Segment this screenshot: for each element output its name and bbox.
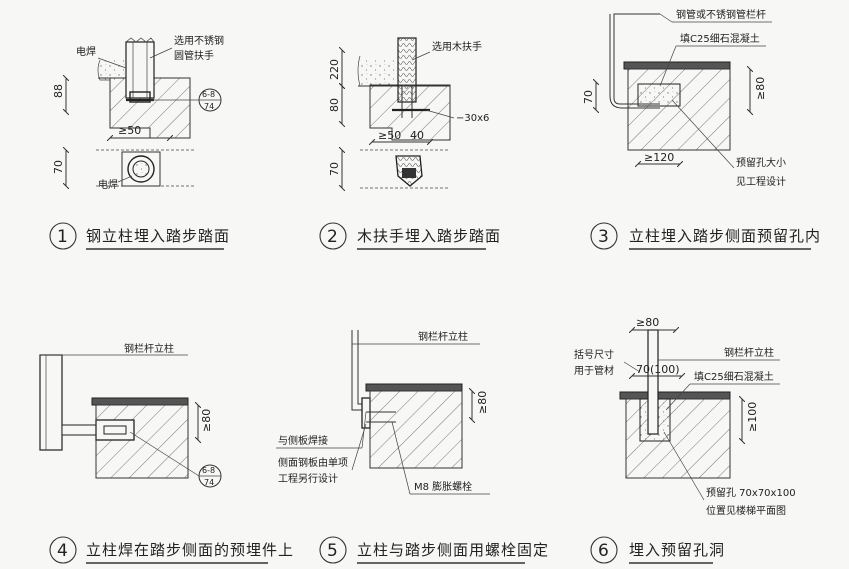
- detail-5: 钢栏杆立柱 ≥80 与侧板焊接 侧面钢板由单项 工程另行设计 M8 膨胀螺栓 5…: [276, 330, 549, 564]
- svg-text:立柱埋入踏步侧面预留孔内: 立柱埋入踏步侧面预留孔内: [629, 227, 821, 245]
- detail-2-wood-handrail: [397, 37, 417, 103]
- detail-3-caption: 3 立柱埋入踏步侧面预留孔内: [590, 222, 821, 250]
- detail-5-plate-note-2: 工程另行设计: [278, 472, 338, 485]
- detail-3: 70 ≥80 ≥120 钢管或不锈钢管栏杆 填C25细石混凝土 预留孔大小 见工…: [582, 8, 821, 250]
- detail-6-dim-ge80: ≥80: [636, 316, 659, 329]
- detail-6-dim-ge100: ≥100: [746, 402, 759, 432]
- detail-3-hole-note-2: 见工程设计: [736, 175, 786, 188]
- svg-text:6-8: 6-8: [202, 90, 215, 99]
- detail-6-dim-70-100: 70(100): [636, 363, 680, 376]
- detail-2-flat-bar: −30x6: [456, 113, 489, 124]
- detail-6-caption: 6 埋入预留孔洞: [590, 536, 725, 564]
- svg-text:74: 74: [204, 478, 214, 487]
- detail-1-post-note-1: 选用不锈钢: [174, 34, 224, 47]
- detail-1-weld-label-bottom: 电焊: [98, 178, 118, 191]
- svg-text:2: 2: [327, 227, 338, 247]
- detail-3-tread: [627, 68, 731, 151]
- detail-6-post-note: 钢栏杆立柱: [724, 346, 774, 359]
- svg-text:立柱焊在踏步侧面的预埋件上: 立柱焊在踏步侧面的预埋件上: [86, 541, 294, 559]
- detail-4-tread: [95, 404, 189, 479]
- svg-text:钢立柱埋入踏步踏面: 钢立柱埋入踏步踏面: [86, 227, 230, 245]
- detail-6-hole-note-2: 位置见楼梯平面图: [706, 504, 786, 517]
- svg-text:3: 3: [598, 227, 609, 247]
- svg-text:6-8: 6-8: [202, 466, 215, 475]
- detail-3-concrete-note: 填C25细石混凝土: [680, 32, 760, 45]
- detail-2-dim-40: 40: [410, 129, 424, 142]
- svg-text:4: 4: [57, 541, 68, 561]
- detail-1-weld-label: 电焊: [76, 45, 96, 58]
- svg-text:5: 5: [327, 541, 338, 561]
- detail-6-size-note-1: 括号尺寸: [574, 348, 614, 361]
- detail-1-post-note-2: 圆管扶手: [174, 49, 214, 62]
- svg-text:6: 6: [598, 541, 609, 561]
- detail-3-rail-note: 钢管或不锈钢管栏杆: [676, 8, 766, 21]
- detail-3-hole-note-1: 预留孔大小: [736, 156, 786, 169]
- detail-6: ≥80 钢栏杆立柱 括号尺寸 用于管材 70(100) 填C25细石混凝土 ≥1…: [574, 316, 796, 564]
- detail-2-caption: 2 木扶手埋入踏步踏面: [319, 222, 501, 250]
- detail-2: 220 80 ≥50 40 选用木扶手 −30x6 70 2 木扶手埋入踏步踏面: [319, 37, 501, 250]
- detail-2-dim-70: 70: [328, 162, 341, 176]
- detail-5-caption: 5 立柱与踏步侧面用螺栓固定: [319, 536, 549, 564]
- detail-4: 钢栏杆立柱 ≥80 6-8 74 4 立柱焊在踏步侧面的预埋件上: [39, 342, 294, 564]
- detail-2-dim-80: 80: [328, 98, 341, 112]
- detail-1-dim-70: 70: [52, 160, 65, 174]
- detail-5-tread: [369, 390, 463, 469]
- detail-2-dim-220: 220: [328, 59, 341, 80]
- detail-5-weld-note: 与侧板焊接: [278, 434, 328, 447]
- detail-1-dim-ge50: ≥50: [118, 124, 141, 137]
- detail-5-dim-ge80: ≥80: [476, 391, 489, 414]
- detail-4-caption: 4 立柱焊在踏步侧面的预埋件上: [49, 536, 294, 564]
- detail-5-post-note: 钢栏杆立柱: [418, 330, 468, 343]
- detail-1-dim-88: 88: [52, 84, 65, 98]
- detail-6-post: [647, 329, 659, 435]
- detail-5-plate-note-1: 侧面钢板由单项: [278, 456, 348, 469]
- detail-1-steel-post: [125, 41, 155, 99]
- svg-text:埋入预留孔洞: 埋入预留孔洞: [629, 541, 725, 559]
- svg-text:木扶手埋入踏步踏面: 木扶手埋入踏步踏面: [357, 227, 501, 245]
- svg-text:74: 74: [204, 102, 214, 111]
- detail-6-hole-note-1: 预留孔 70x70x100: [706, 486, 796, 499]
- svg-text:立柱与踏步侧面用螺栓固定: 立柱与踏步侧面用螺栓固定: [357, 541, 549, 559]
- detail-3-dim-ge120: ≥120: [644, 151, 674, 164]
- detail-1-caption: 1 钢立柱埋入踏步踏面: [49, 222, 230, 250]
- detail-1: 88 ≥50 电焊 选用不锈钢 圆管扶手 6-8 74 70 电焊 1 钢立柱: [49, 34, 230, 250]
- detail-4-post-note: 钢栏杆立柱: [124, 342, 174, 355]
- detail-3-dim-70: 70: [582, 90, 595, 104]
- detail-2-handrail-note: 选用木扶手: [432, 40, 482, 53]
- detail-5-bolt-note: M8 膨胀螺栓: [414, 480, 472, 493]
- detail-6-concrete-note: 填C25细石混凝土: [694, 370, 774, 383]
- detail-1-reference-bubble: 6-8 74: [150, 88, 222, 112]
- detail-4-steel-post: [39, 354, 63, 451]
- detail-3-dim-ge80: ≥80: [754, 77, 767, 100]
- detail-3-rail: [613, 13, 660, 105]
- detail-4-reference-bubble: 6-8 74: [129, 431, 222, 488]
- detail-6-size-note-2: 用于管材: [574, 364, 614, 377]
- detail-4-dim-ge80: ≥80: [200, 409, 213, 432]
- detail-2-dim-ge50: ≥50: [378, 129, 401, 142]
- svg-text:1: 1: [57, 227, 68, 247]
